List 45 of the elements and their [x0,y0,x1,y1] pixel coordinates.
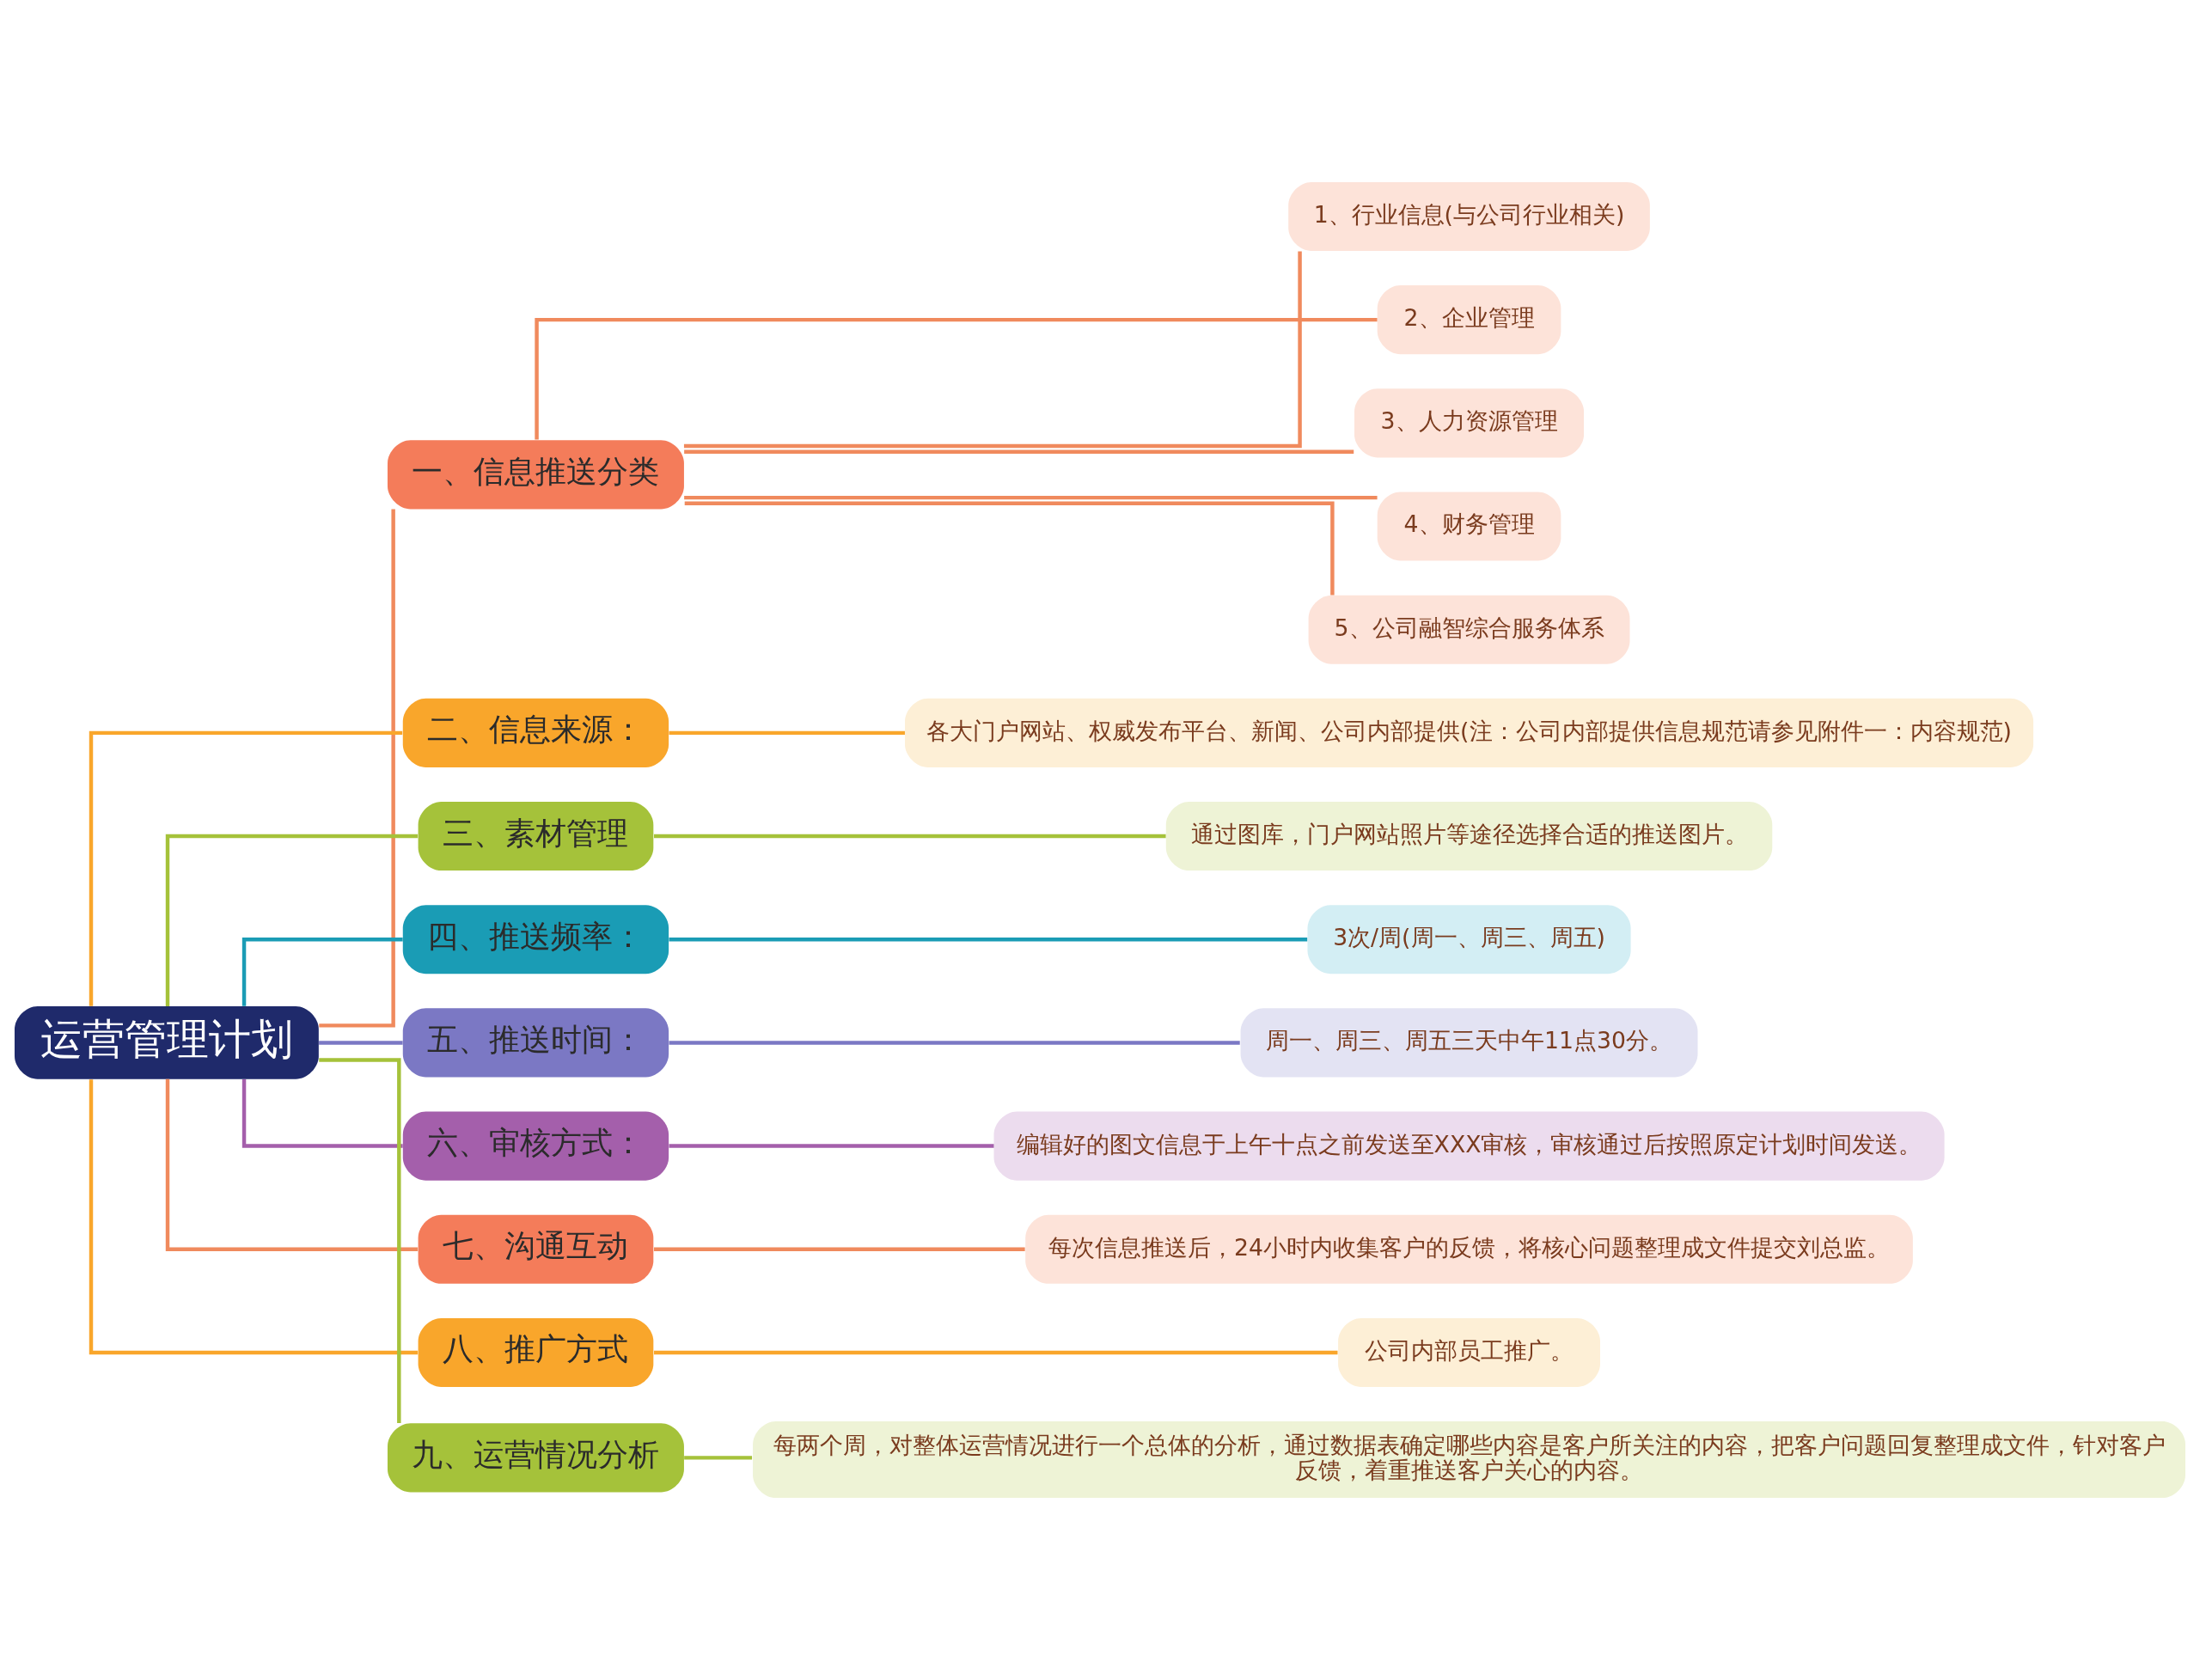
node-box: 每次信息推送后，24小时内收集客户的反馈，将核心问题整理成文件提交刘总监。 [1025,1214,1913,1284]
connector [669,730,905,736]
connector [684,501,1335,596]
node-box: 六、审核方式： [402,1111,669,1181]
connector [241,1079,403,1148]
node-box: 周一、周三、周五三天中午11点30分。 [1240,1008,1698,1078]
node-box: 编辑好的图文信息于上午十点之前发送至XXX审核，审核通过后按照原定计划时间发送。 [993,1111,1945,1181]
node-box: 各大门户网站、权威发布平台、新闻、公司内部提供(注：公司内部提供信息规范请参见附件一：内容规范) [905,698,2034,767]
connector [654,834,1166,839]
connector [654,1350,1338,1355]
node-box: 3次/周(周一、周三、周五) [1307,905,1631,974]
node-box: 三、素材管理 [418,802,654,871]
connector [669,938,1308,942]
node-box: 通过图库，门户网站照片等途径选择合适的推送图片。 [1165,802,1773,871]
connector [669,1041,1240,1045]
connector [319,1058,401,1424]
node-box: 4、财务管理 [1377,492,1561,561]
connector [165,834,419,1006]
node-box: 九、运营情况分析 [387,1423,684,1493]
connector [654,1247,1025,1251]
connector [684,1456,753,1460]
node-box: 一、信息推送分类 [387,440,684,510]
node-box: 运营管理计划 [15,1006,319,1079]
node-box: 八、推广方式 [418,1317,654,1387]
connector [241,938,403,1006]
node-box: 二、信息来源： [402,698,669,767]
node-box: 5、公司融智综合服务体系 [1308,595,1630,664]
node-box: 1、行业信息(与公司行业相关) [1288,181,1650,251]
connector [165,1078,419,1251]
connector [669,1144,994,1148]
node-box: 五、推送时间： [402,1008,669,1078]
connector [319,509,395,1028]
connector [319,1041,403,1045]
node-box: 每两个周，对整体运营情况进行一个总体的分析，通过数据表确定哪些内容是客户所关注的内容，把客户问题回复整理成文件，针对客户反馈，着重推送客户关心的内容。 [753,1421,2185,1499]
node-box: 2、企业管理 [1377,285,1561,355]
connector [684,495,1378,500]
node-box: 四、推送频率： [402,905,669,974]
node-box: 公司内部员工推广。 [1338,1317,1600,1387]
connector [683,251,1302,449]
connector [535,317,1378,440]
connector [89,1079,419,1355]
connector [684,449,1354,454]
node-box: 3、人力资源管理 [1354,388,1585,458]
connector [89,730,403,1006]
node-box: 七、沟通互动 [418,1214,654,1284]
